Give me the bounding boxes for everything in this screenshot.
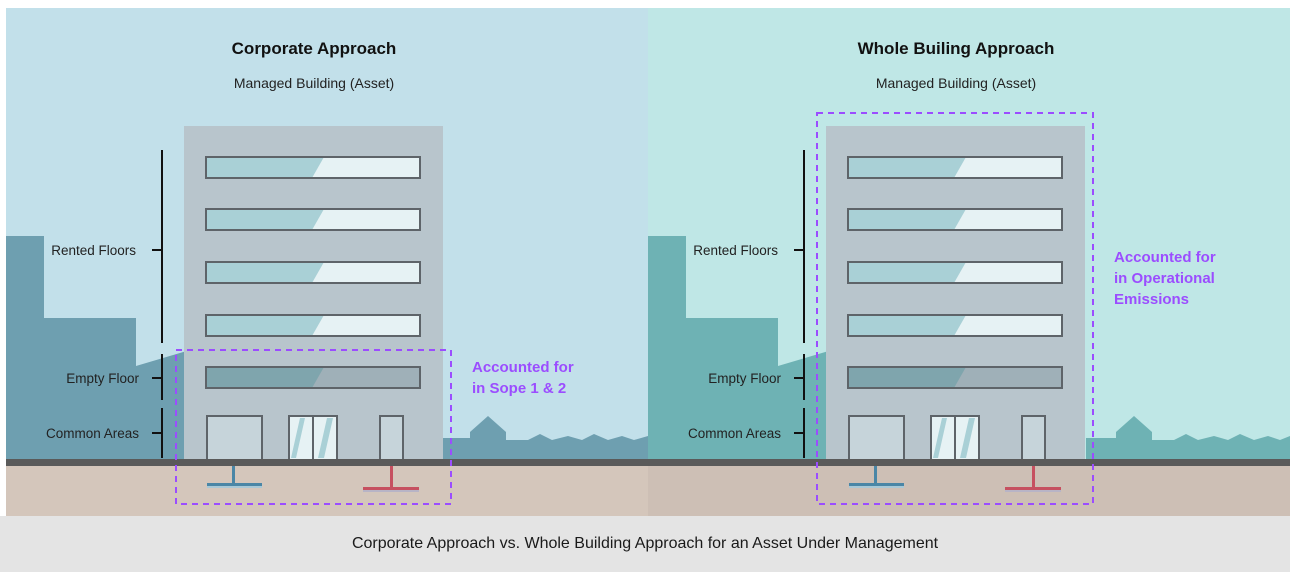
label-common-areas: Common Areas (46, 426, 139, 441)
ground-right (648, 464, 1290, 516)
panel-title: Whole Builing Approach (858, 39, 1055, 58)
accounted-line-3: Emissions (1114, 291, 1189, 308)
pipe-water-right (849, 466, 904, 488)
pipe-gas-left (363, 466, 419, 492)
panel-subtitle: Managed Building (Asset) (234, 75, 394, 91)
ground-line-left (6, 459, 648, 466)
label-rented-floors: Rented Floors (693, 243, 778, 258)
accounted-line-2: in Operational (1114, 270, 1215, 287)
city-silhouette-right (648, 236, 1290, 464)
windows-left (205, 156, 421, 389)
building-left (184, 126, 443, 464)
diagram-canvas: Corporate Approach Managed Building (Ass… (6, 8, 1290, 516)
pipe-gas-right (1005, 466, 1061, 492)
panel-title: Corporate Approach (232, 39, 397, 58)
brackets-right (794, 150, 805, 458)
windows-right (847, 156, 1063, 389)
pipe-water-left (207, 466, 262, 488)
panel-whole-building: Whole Builing Approach Managed Building … (648, 8, 1290, 516)
ground-left (6, 464, 648, 516)
building-right (826, 126, 1085, 464)
empty-floor-window-left (205, 366, 421, 389)
label-common-areas: Common Areas (688, 426, 781, 441)
label-rented-floors: Rented Floors (51, 243, 136, 258)
empty-floor-window-right (847, 366, 1063, 389)
ground-floor-right (848, 415, 1046, 461)
brackets-left (152, 150, 163, 458)
figure-caption: Corporate Approach vs. Whole Building Ap… (0, 516, 1290, 572)
label-empty-floor: Empty Floor (66, 371, 139, 386)
panel-corporate: Corporate Approach Managed Building (Ass… (6, 8, 648, 516)
ground-line-right (648, 459, 1290, 466)
scope-box-right (816, 112, 1094, 505)
label-empty-floor: Empty Floor (708, 371, 781, 386)
accounted-line-2: in Sope 1 & 2 (472, 380, 566, 397)
scope-box-left (175, 349, 452, 505)
accounted-line-1: Accounted for (472, 359, 574, 376)
panel-subtitle: Managed Building (Asset) (876, 75, 1036, 91)
accounted-line-1: Accounted for (1114, 249, 1216, 266)
